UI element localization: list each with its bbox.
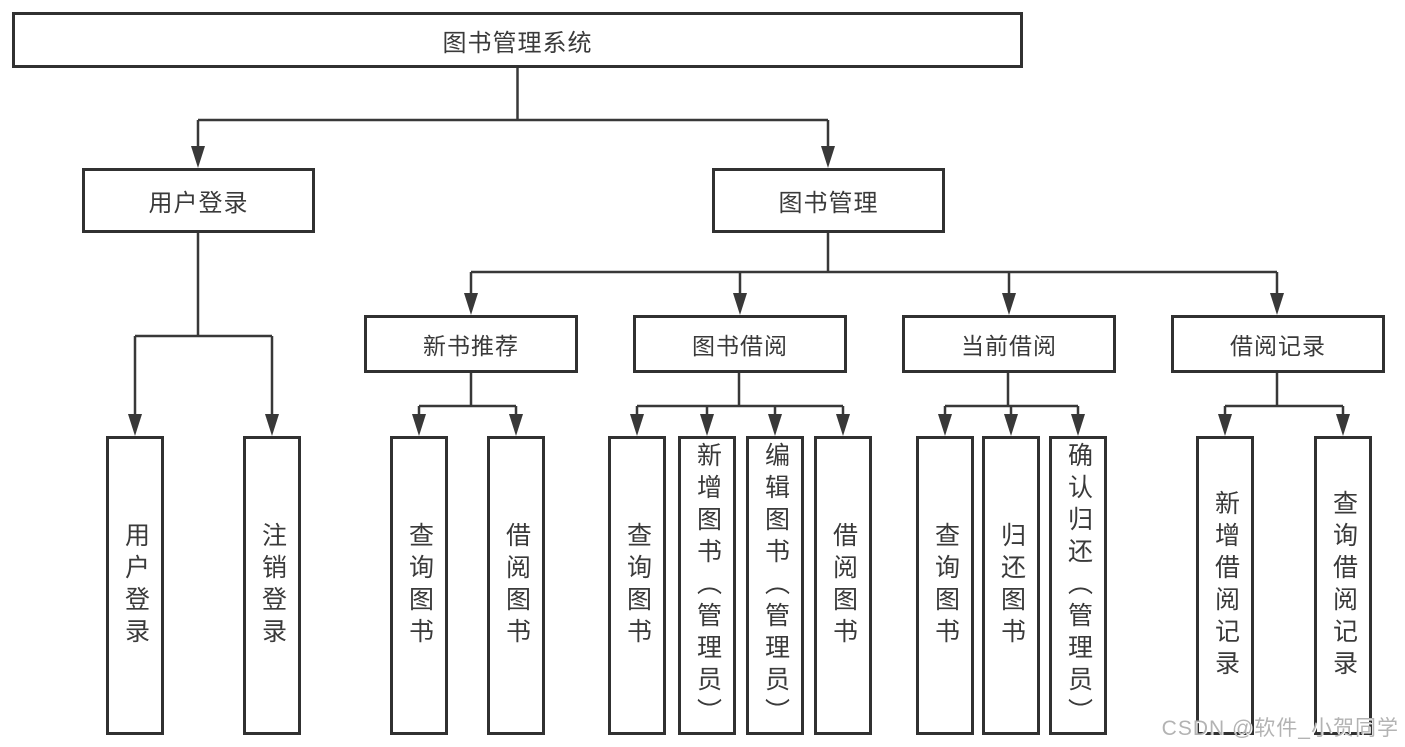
leaf-label: 查询图书: [931, 521, 960, 650]
leaf-borrow-book-recommend: 借阅图书: [487, 436, 545, 735]
leaf-add-book-admin: 新增图书（管理员）: [678, 436, 736, 735]
leaf-label: 编辑图书（管理员）: [761, 441, 790, 730]
leaf-label: 查询图书: [623, 521, 652, 650]
leaf-query-book-current: 查询图书: [916, 436, 974, 735]
leaf-user-login: 用户登录: [106, 436, 164, 735]
leaf-label: 查询借阅记录: [1329, 489, 1358, 682]
node-new-book-recommend: 新书推荐: [364, 315, 578, 373]
leaf-label: 借阅图书: [502, 521, 531, 650]
leaf-add-borrow-record: 新增借阅记录: [1196, 436, 1254, 735]
node-user-login: 用户登录: [82, 168, 315, 233]
node-label: 新书推荐: [423, 333, 519, 359]
leaf-borrow-book: 借阅图书: [814, 436, 872, 735]
node-label: 图书借阅: [692, 333, 788, 359]
node-label: 借阅记录: [1230, 333, 1326, 359]
leaf-edit-book-admin: 编辑图书（管理员）: [746, 436, 804, 735]
node-label: 用户登录: [148, 190, 249, 217]
leaf-label: 新增借阅记录: [1211, 489, 1240, 682]
leaf-label: 新增图书（管理员）: [693, 441, 722, 730]
node-book-borrow: 图书借阅: [633, 315, 847, 373]
leaf-label: 查询图书: [405, 521, 434, 650]
node-current-borrow: 当前借阅: [902, 315, 1116, 373]
leaf-query-book-recommend: 查询图书: [390, 436, 448, 735]
leaf-label: 归还图书: [997, 521, 1026, 650]
node-label: 图书管理系统: [442, 29, 593, 57]
leaf-label: 确认归还（管理员）: [1064, 441, 1093, 730]
leaf-label: 借阅图书: [829, 521, 858, 650]
arrowhead-icons: [128, 146, 1350, 436]
node-label: 当前借阅: [961, 333, 1057, 359]
node-borrow-record: 借阅记录: [1171, 315, 1385, 373]
leaf-label: 用户登录: [121, 521, 150, 650]
leaf-confirm-return-admin: 确认归还（管理员）: [1049, 436, 1107, 735]
node-root-system: 图书管理系统: [12, 12, 1023, 68]
leaf-query-book-borrow: 查询图书: [608, 436, 666, 735]
node-label: 图书管理: [778, 190, 879, 217]
leaf-query-borrow-record: 查询借阅记录: [1314, 436, 1372, 735]
node-book-management: 图书管理: [712, 168, 945, 233]
csdn-watermark: CSDN @软件_小贺同学: [1161, 717, 1399, 740]
leaf-logout: 注销登录: [243, 436, 301, 735]
leaf-return-book: 归还图书: [982, 436, 1040, 735]
leaf-label: 注销登录: [258, 521, 287, 650]
